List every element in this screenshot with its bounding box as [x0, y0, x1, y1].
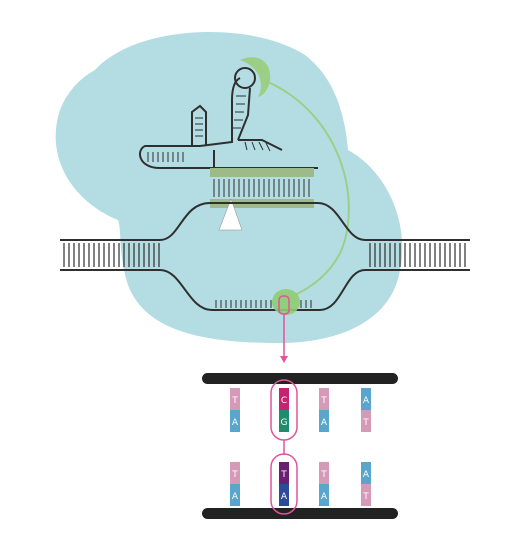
linker	[267, 81, 350, 296]
before-base-1-bottom	[279, 410, 289, 432]
before-base-letter-0-top: T	[231, 396, 238, 406]
dna-strands	[60, 202, 470, 311]
edit-before: T A C G T A A T	[230, 379, 371, 441]
edit-after: T A T A T A A T	[230, 453, 371, 515]
guide-rna	[138, 67, 318, 169]
before-base-letter-1-bottom: G	[281, 418, 288, 428]
deaminase-active-site	[272, 289, 300, 315]
after-base-2-top	[319, 462, 329, 484]
deaminase-domain	[240, 57, 271, 97]
after-base-3-top	[361, 462, 371, 484]
before-base-letter-1-top: C	[281, 396, 287, 406]
after-base-1-bottom	[279, 484, 289, 506]
before-base-1-top	[279, 388, 289, 410]
guide-rna-rungs	[147, 95, 271, 162]
nick-triangle	[218, 198, 243, 231]
after-base-letter-1-bottom: A	[281, 492, 288, 502]
bottom-rail	[202, 508, 398, 519]
before-base-0-bottom	[230, 410, 240, 432]
before-base-letter-3-bottom: T	[362, 418, 369, 428]
before-base-letter-2-bottom: A	[321, 418, 328, 428]
edit-arrow-head	[280, 356, 288, 363]
after-target-oval	[270, 453, 298, 515]
after-base-letter-1-top: T	[280, 470, 287, 480]
after-base-0-bottom	[230, 484, 240, 506]
after-base-letter-3-bottom: T	[362, 492, 369, 502]
before-base-3-bottom	[361, 410, 371, 432]
spacer-box-top	[210, 168, 314, 177]
before-base-letter-3-top: A	[363, 396, 370, 406]
after-base-2-bottom	[319, 484, 329, 506]
dna-duplex-rungs	[63, 243, 466, 267]
top-rail	[202, 373, 398, 384]
before-base-2-top	[319, 388, 329, 410]
before-target-oval	[270, 379, 298, 441]
after-base-letter-0-top: T	[231, 470, 238, 480]
after-base-1-top	[279, 462, 289, 484]
after-base-letter-2-bottom: A	[321, 492, 328, 502]
ssdna-stubs	[215, 300, 312, 308]
after-base-letter-0-bottom: A	[232, 492, 239, 502]
before-base-2-bottom	[319, 410, 329, 432]
before-base-letter-2-top: T	[320, 396, 327, 406]
spacer-rungs	[213, 179, 310, 197]
after-base-letter-3-top: A	[363, 470, 370, 480]
after-base-0-top	[230, 462, 240, 484]
after-base-3-bottom	[361, 484, 371, 506]
before-base-letter-0-bottom: A	[232, 418, 239, 428]
before-base-3-top	[361, 388, 371, 410]
before-base-0-top	[230, 388, 240, 410]
after-base-letter-2-top: T	[320, 470, 327, 480]
